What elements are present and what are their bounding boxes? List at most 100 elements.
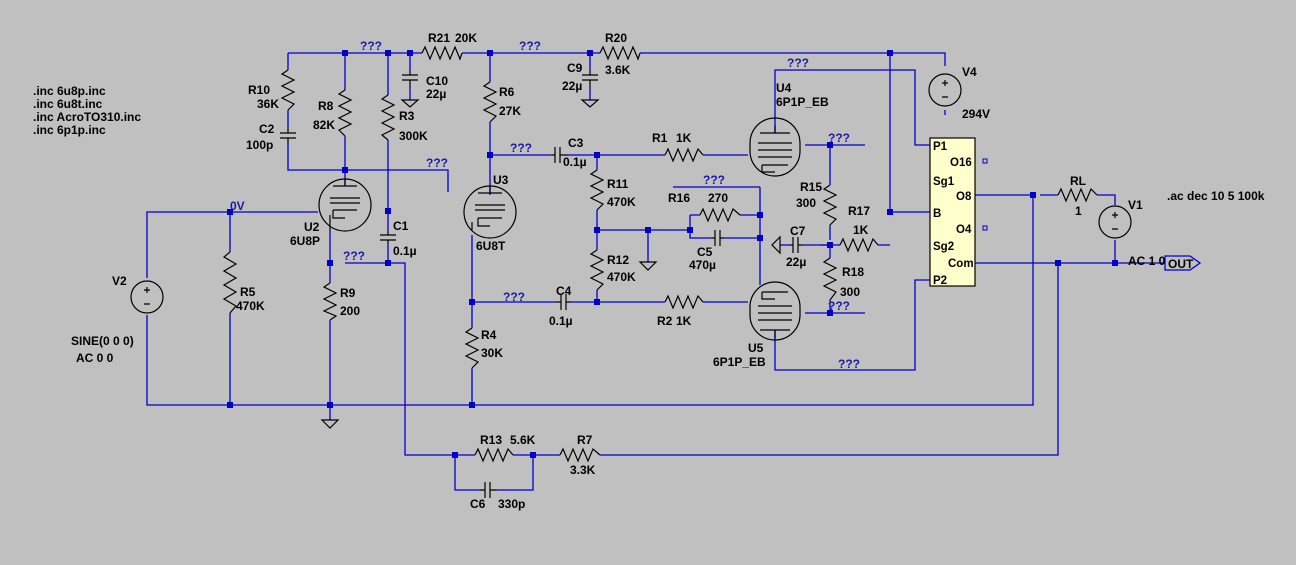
analysis-directive: .ac dec 10 5 100k bbox=[1167, 189, 1265, 203]
svg-text:0.1µ: 0.1µ bbox=[393, 244, 417, 258]
svg-text:470K: 470K bbox=[607, 270, 636, 284]
grounds bbox=[320, 99, 781, 429]
capacitor-c2 bbox=[280, 128, 296, 143]
svg-text:270: 270 bbox=[708, 191, 728, 205]
directives: .inc 6u8p.inc .inc 6u8t.inc .inc AcroTO3… bbox=[33, 84, 1265, 203]
svg-text:C3: C3 bbox=[568, 136, 584, 150]
svg-text:V1: V1 bbox=[1128, 198, 1143, 212]
pin-sg2: Sg2 bbox=[933, 241, 954, 253]
svg-text:C2: C2 bbox=[259, 122, 275, 136]
svg-text:OUT: OUT bbox=[1168, 257, 1194, 271]
out-flag: OUT bbox=[1164, 255, 1202, 271]
svg-text:R18: R18 bbox=[842, 265, 864, 279]
svg-text:R13: R13 bbox=[480, 433, 502, 447]
svg-text:300: 300 bbox=[796, 196, 816, 210]
svg-text:0V: 0V bbox=[230, 199, 245, 213]
resistor-r13 bbox=[474, 447, 514, 463]
capacitor-c5 bbox=[712, 230, 724, 246]
ground-symbol-main bbox=[320, 419, 340, 429]
capacitor-c10 bbox=[402, 70, 418, 88]
capacitor-c1 bbox=[380, 232, 396, 244]
directive-line: .inc AcroTO310.inc bbox=[33, 110, 141, 124]
svg-text:30K: 30K bbox=[481, 346, 503, 360]
svg-text:V2: V2 bbox=[112, 274, 127, 288]
svg-text:R4: R4 bbox=[481, 328, 497, 342]
resistor-r17 bbox=[839, 237, 879, 253]
resistor-r8 bbox=[337, 89, 353, 137]
svg-text:R16: R16 bbox=[668, 191, 690, 205]
tubes bbox=[318, 117, 801, 341]
pin-b: B bbox=[933, 208, 941, 220]
svg-text:AC 0 0: AC 0 0 bbox=[76, 351, 114, 365]
tube-u5 bbox=[749, 281, 801, 341]
pin-p2: P2 bbox=[933, 275, 947, 287]
resistor-r10 bbox=[280, 69, 296, 111]
svg-text:27K: 27K bbox=[499, 104, 521, 118]
svg-text:R12: R12 bbox=[607, 253, 629, 267]
svg-text:R15: R15 bbox=[800, 180, 822, 194]
svg-text:???: ??? bbox=[838, 357, 860, 371]
svg-text:1K: 1K bbox=[676, 314, 692, 328]
svg-text:22µ: 22µ bbox=[786, 255, 806, 269]
capacitor-c7 bbox=[790, 237, 803, 253]
resistor-r7 bbox=[559, 447, 601, 463]
svg-text:22µ: 22µ bbox=[562, 79, 582, 93]
svg-text:36K: 36K bbox=[257, 97, 279, 111]
svg-text:1K: 1K bbox=[676, 131, 692, 145]
capacitor-c4 bbox=[556, 294, 571, 310]
resistor-r3 bbox=[380, 94, 396, 141]
svg-text:470K: 470K bbox=[607, 195, 636, 209]
pin-o4: O4 bbox=[956, 224, 972, 236]
svg-text:R2: R2 bbox=[657, 314, 673, 328]
resistor-r9 bbox=[322, 282, 338, 321]
svg-text:C10: C10 bbox=[426, 74, 448, 88]
resistor-r16 bbox=[699, 207, 741, 223]
svg-text:U3: U3 bbox=[493, 173, 509, 187]
svg-text:R6: R6 bbox=[499, 85, 515, 99]
svg-text:???: ??? bbox=[519, 39, 541, 53]
svg-text:R20: R20 bbox=[605, 31, 627, 45]
svg-text:R17: R17 bbox=[848, 204, 870, 218]
svg-text:294V: 294V bbox=[962, 107, 990, 121]
wires bbox=[146, 52, 1165, 491]
svg-text:0.1µ: 0.1µ bbox=[563, 155, 587, 169]
junction-dots bbox=[227, 50, 1118, 458]
source-v4 bbox=[928, 73, 962, 107]
resistor-r2 bbox=[664, 294, 704, 310]
svg-text:C5: C5 bbox=[697, 245, 713, 259]
svg-text:AC 1 0: AC 1 0 bbox=[1128, 254, 1166, 268]
svg-text:R11: R11 bbox=[607, 177, 629, 191]
pin-com: Com bbox=[948, 258, 974, 270]
svg-text:R3: R3 bbox=[399, 109, 415, 123]
svg-text:5.6K: 5.6K bbox=[510, 433, 536, 447]
net-labels: ??? ??? ??? ??? ??? ??? ??? ??? ??? ??? … bbox=[230, 39, 860, 371]
capacitor-c9 bbox=[582, 70, 598, 88]
svg-text:R1: R1 bbox=[652, 131, 668, 145]
directive-line: .inc 6u8t.inc bbox=[33, 97, 103, 111]
svg-text:???: ??? bbox=[503, 290, 525, 304]
svg-text:R9: R9 bbox=[340, 286, 356, 300]
svg-text:RL: RL bbox=[1070, 174, 1086, 188]
svg-text:3.6K: 3.6K bbox=[605, 63, 631, 77]
directive-line: .inc 6u8p.inc bbox=[33, 84, 106, 98]
component-labels: R21 20K R20 3.6K R10 36K C2 100p R8 82K … bbox=[71, 31, 1166, 511]
svg-text:???: ??? bbox=[360, 39, 382, 53]
resistors bbox=[222, 45, 1098, 463]
svg-text:C6: C6 bbox=[470, 497, 486, 511]
resistor-r6 bbox=[482, 81, 498, 123]
svg-text:6P1P_EB: 6P1P_EB bbox=[776, 95, 829, 109]
svg-text:???: ??? bbox=[510, 141, 532, 155]
resistor-r5 bbox=[222, 251, 238, 314]
resistor-r12 bbox=[589, 249, 605, 291]
tube-u4 bbox=[749, 117, 801, 177]
pin-o16: O16 bbox=[950, 157, 972, 169]
svg-text:200: 200 bbox=[340, 304, 360, 318]
source-v2 bbox=[130, 280, 164, 314]
ground-symbol-c9 bbox=[580, 99, 600, 108]
ground-symbol-c10 bbox=[400, 99, 420, 108]
svg-text:???: ??? bbox=[343, 249, 365, 263]
svg-text:6U8T: 6U8T bbox=[476, 239, 506, 253]
pin-p1: P1 bbox=[933, 141, 948, 153]
ground-symbol-c7 bbox=[771, 235, 781, 255]
resistor-r11 bbox=[589, 169, 605, 211]
